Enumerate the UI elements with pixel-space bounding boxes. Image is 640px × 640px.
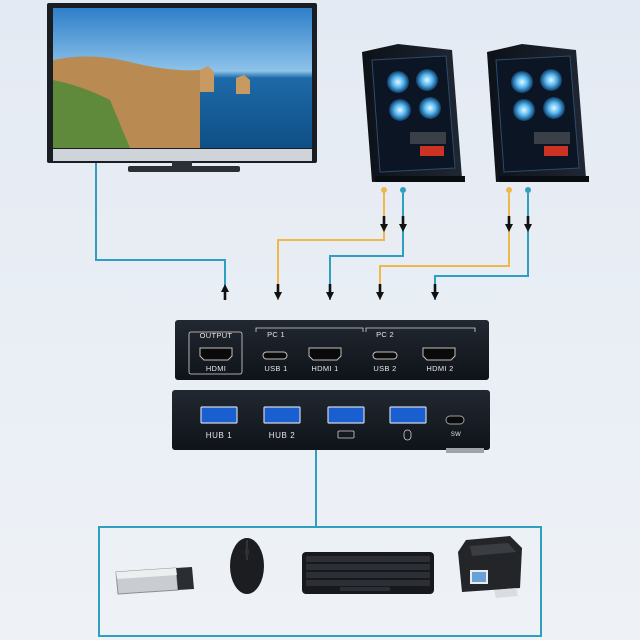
hdmi-output-cable: [95, 163, 226, 300]
hdmi2-label: HDMI 2: [426, 364, 453, 373]
output-label: OUTPUT: [200, 331, 233, 340]
hub2-usb-port: [263, 406, 301, 424]
sw-button: [445, 415, 465, 425]
arrow-down-icon: [274, 284, 282, 300]
pc2-label: PC 2: [376, 330, 394, 339]
hdmi1-port: [308, 347, 342, 361]
printer-icon: [458, 536, 522, 598]
hub1-usb-port: [200, 406, 238, 424]
mouse-icon: [230, 538, 264, 594]
hdmi2-port: [422, 347, 456, 361]
arrow-down-icon: [505, 216, 513, 232]
pc2-hdmi-cable: [434, 193, 529, 300]
hdmi-label: HDMI: [206, 364, 226, 373]
usb-flash-drive-icon: [115, 567, 194, 595]
hdmi1-label: HDMI 1: [311, 364, 338, 373]
arrow-down-icon: [524, 216, 532, 232]
hdmi-output-port: [199, 347, 233, 361]
arrow-down-icon: [399, 216, 407, 232]
mouse-usb-port: [389, 406, 427, 424]
keyboard-icon: [302, 552, 434, 594]
keyboard-usb-port: [327, 406, 365, 424]
arrow-down-icon: [326, 284, 334, 300]
keyboard-port-icon: [337, 430, 355, 439]
mouse-port-icon: [403, 429, 412, 441]
arrow-down-icon: [380, 216, 388, 232]
arrow-down-icon: [376, 284, 384, 300]
hub2-label: HUB 2: [269, 431, 296, 440]
usb2-label: USB 2: [373, 364, 396, 373]
usb1-label: USB 1: [264, 364, 287, 373]
monitor-icon: [47, 3, 317, 172]
pc2-usb-cable: [379, 193, 510, 300]
kvm-switch-back-panel: [175, 320, 489, 380]
pc1-hdmi-cable: [329, 193, 404, 300]
usb1-port: [262, 351, 288, 360]
arrow-up-icon: [221, 284, 229, 300]
kvm-switch-front-panel: [172, 390, 490, 453]
pc-tower-icon: [362, 44, 465, 193]
pc1-label: PC 1: [267, 330, 285, 339]
usb2-port: [372, 351, 398, 360]
hub1-label: HUB 1: [206, 431, 233, 440]
sw-label: SW: [451, 432, 461, 438]
arrow-down-icon: [431, 284, 439, 300]
pc-tower-icon: [487, 44, 589, 193]
peripheral-bracket: [98, 526, 542, 637]
